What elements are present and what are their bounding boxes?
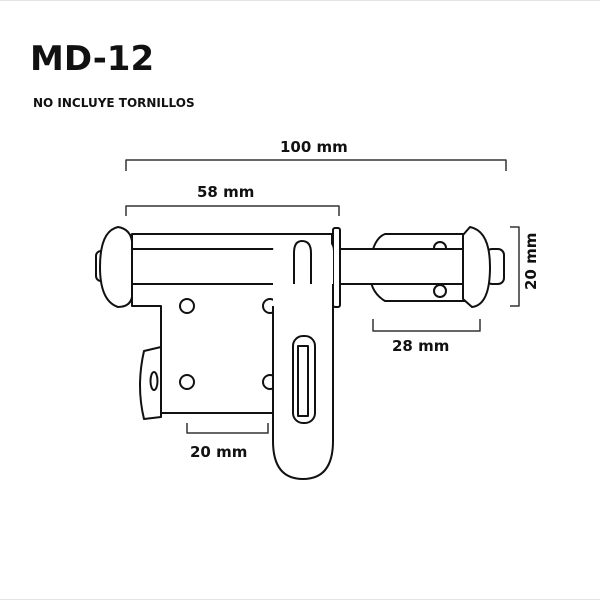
dim-20mm-holes-label: 20 mm xyxy=(190,443,248,461)
hasp xyxy=(272,240,334,480)
dim-20mm-holes-line xyxy=(186,423,269,434)
flange xyxy=(332,227,341,308)
dim-28mm-line xyxy=(372,319,481,332)
dim-20mm-height-line xyxy=(510,226,520,307)
dim-20mm-height-label: 20 mm xyxy=(522,232,540,290)
right-end-cap xyxy=(462,226,505,308)
dim-58mm-label: 58 mm xyxy=(197,183,255,201)
dim-100mm-label: 100 mm xyxy=(280,138,348,156)
subtitle: NO INCLUYE TORNILLOS xyxy=(33,96,195,110)
left-end-cap xyxy=(95,226,133,308)
dim-58mm-line xyxy=(125,205,340,216)
dimension-lines xyxy=(125,159,520,434)
dim-100mm-line xyxy=(125,159,507,171)
dim-28mm-label: 28 mm xyxy=(392,337,450,355)
left-tab xyxy=(139,346,162,420)
model-title: MD-12 xyxy=(30,39,155,79)
